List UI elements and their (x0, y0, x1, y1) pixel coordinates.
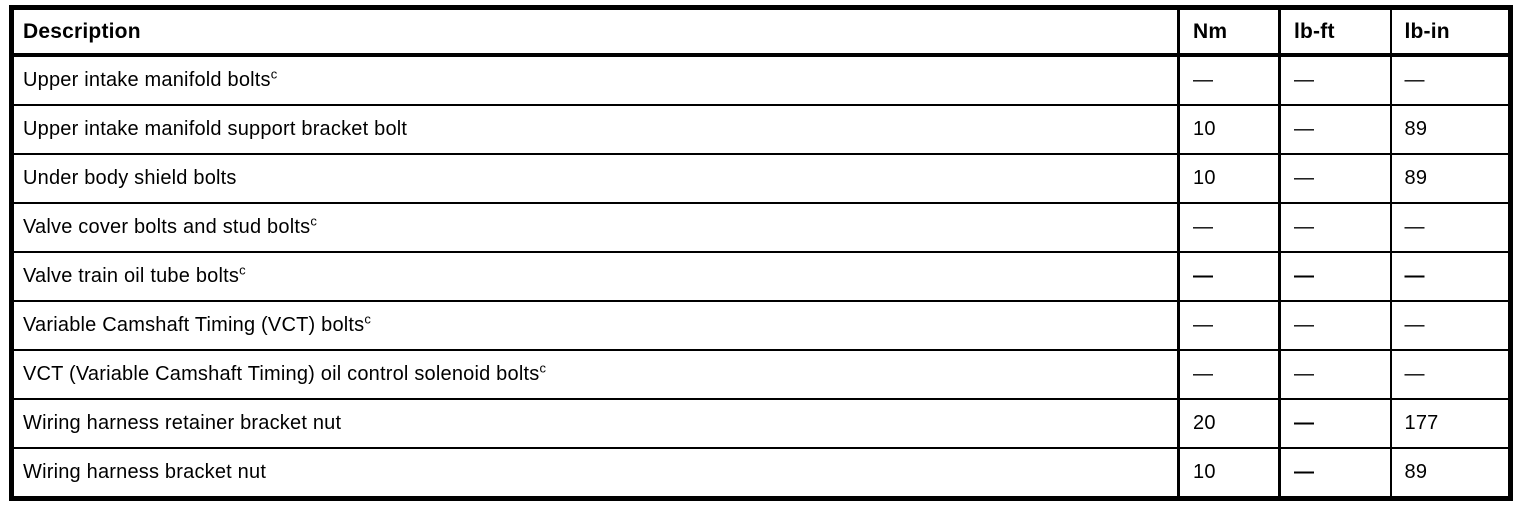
torque-spec-table-container: Description Nm lb-ft lb-in Upper intake … (9, 5, 1513, 501)
torque-spec-table: Description Nm lb-ft lb-in Upper intake … (9, 5, 1513, 501)
lb-in-value-cell: 89 (1389, 447, 1512, 500)
lb-ft-value-cell: — (1278, 300, 1392, 351)
lb-in-value-cell: — (1389, 349, 1512, 400)
col-header-description: Description (10, 6, 1180, 57)
nm-value-cell: 10 (1177, 153, 1281, 204)
table-row: Upper intake manifold support bracket bo… (10, 104, 1512, 155)
table-row: VCT (Variable Camshaft Timing) oil contr… (10, 349, 1512, 400)
nm-value-cell: — (1177, 349, 1281, 400)
table-row: Valve cover bolts and stud boltsc — — — (10, 202, 1512, 253)
lb-in-value-cell: 89 (1389, 104, 1512, 155)
lb-in-value-cell: — (1389, 54, 1512, 106)
lb-ft-value-cell: — (1278, 202, 1392, 253)
lb-in-value-cell: 89 (1389, 153, 1512, 204)
description-cell: VCT (Variable Camshaft Timing) oil contr… (10, 349, 1180, 400)
footnote-superscript: c (239, 262, 246, 278)
nm-value-cell: 20 (1177, 398, 1281, 449)
lb-in-value-cell: 177 (1389, 398, 1512, 449)
lb-in-value-cell: — (1389, 300, 1512, 351)
col-header-lb-in: lb-in (1389, 6, 1512, 57)
description-cell: Valve cover bolts and stud boltsc (10, 202, 1180, 253)
footnote-superscript: c (310, 213, 317, 229)
lb-ft-value-cell: — (1278, 104, 1392, 155)
description-text: Upper intake manifold support bracket bo… (23, 118, 408, 140)
nm-value-cell: 10 (1177, 104, 1281, 155)
description-cell: Wiring harness retainer bracket nut (10, 398, 1180, 449)
table-row: Wiring harness retainer bracket nut 20 —… (10, 398, 1512, 449)
footnote-superscript: c (539, 360, 546, 376)
description-text: Valve cover bolts and stud bolts (23, 216, 311, 238)
description-text: Under body shield bolts (23, 167, 237, 189)
lb-ft-value-cell: — (1278, 153, 1392, 204)
description-cell: Under body shield bolts (10, 153, 1180, 204)
table-row: Under body shield bolts 10 — 89 (10, 153, 1512, 204)
nm-value-cell: — (1177, 251, 1281, 302)
col-header-lb-ft: lb-ft (1278, 6, 1392, 57)
description-cell: Wiring harness bracket nut (10, 447, 1180, 500)
nm-value-cell: — (1177, 202, 1281, 253)
description-cell: Upper intake manifold support bracket bo… (10, 104, 1180, 155)
description-cell: Valve train oil tube boltsc (10, 251, 1180, 302)
col-header-nm: Nm (1177, 6, 1281, 57)
nm-value-cell: — (1177, 300, 1281, 351)
lb-ft-value-cell: — (1278, 349, 1392, 400)
lb-ft-value-cell: — (1278, 251, 1392, 302)
table-row: Wiring harness bracket nut 10 — 89 (10, 447, 1512, 500)
description-text: Upper intake manifold bolts (23, 69, 271, 91)
description-text: VCT (Variable Camshaft Timing) oil contr… (23, 363, 540, 385)
description-text: Wiring harness bracket nut (23, 461, 267, 483)
header-row: Description Nm lb-ft lb-in (10, 6, 1512, 57)
description-text: Valve train oil tube bolts (23, 265, 240, 287)
table-row: Valve train oil tube boltsc — — — (10, 251, 1512, 302)
lb-in-value-cell: — (1389, 251, 1512, 302)
lb-ft-value-cell: — (1278, 398, 1392, 449)
lb-ft-value-cell: — (1278, 54, 1392, 106)
lb-ft-value-cell: — (1278, 447, 1392, 500)
description-cell: Variable Camshaft Timing (VCT) boltsc (10, 300, 1180, 351)
table-body: Upper intake manifold boltsc — — — Upper… (10, 54, 1512, 500)
footnote-superscript: c (364, 311, 371, 327)
lb-in-value-cell: — (1389, 202, 1512, 253)
table-row: Variable Camshaft Timing (VCT) boltsc — … (10, 300, 1512, 351)
footnote-superscript: c (270, 66, 278, 82)
nm-value-cell: — (1177, 54, 1281, 106)
description-text: Wiring harness retainer bracket nut (23, 412, 342, 434)
description-text: Variable Camshaft Timing (VCT) bolts (23, 314, 365, 336)
description-cell: Upper intake manifold boltsc (10, 54, 1180, 106)
table-row: Upper intake manifold boltsc — — — (10, 54, 1512, 106)
table-header: Description Nm lb-ft lb-in (10, 6, 1512, 57)
nm-value-cell: 10 (1177, 447, 1281, 500)
